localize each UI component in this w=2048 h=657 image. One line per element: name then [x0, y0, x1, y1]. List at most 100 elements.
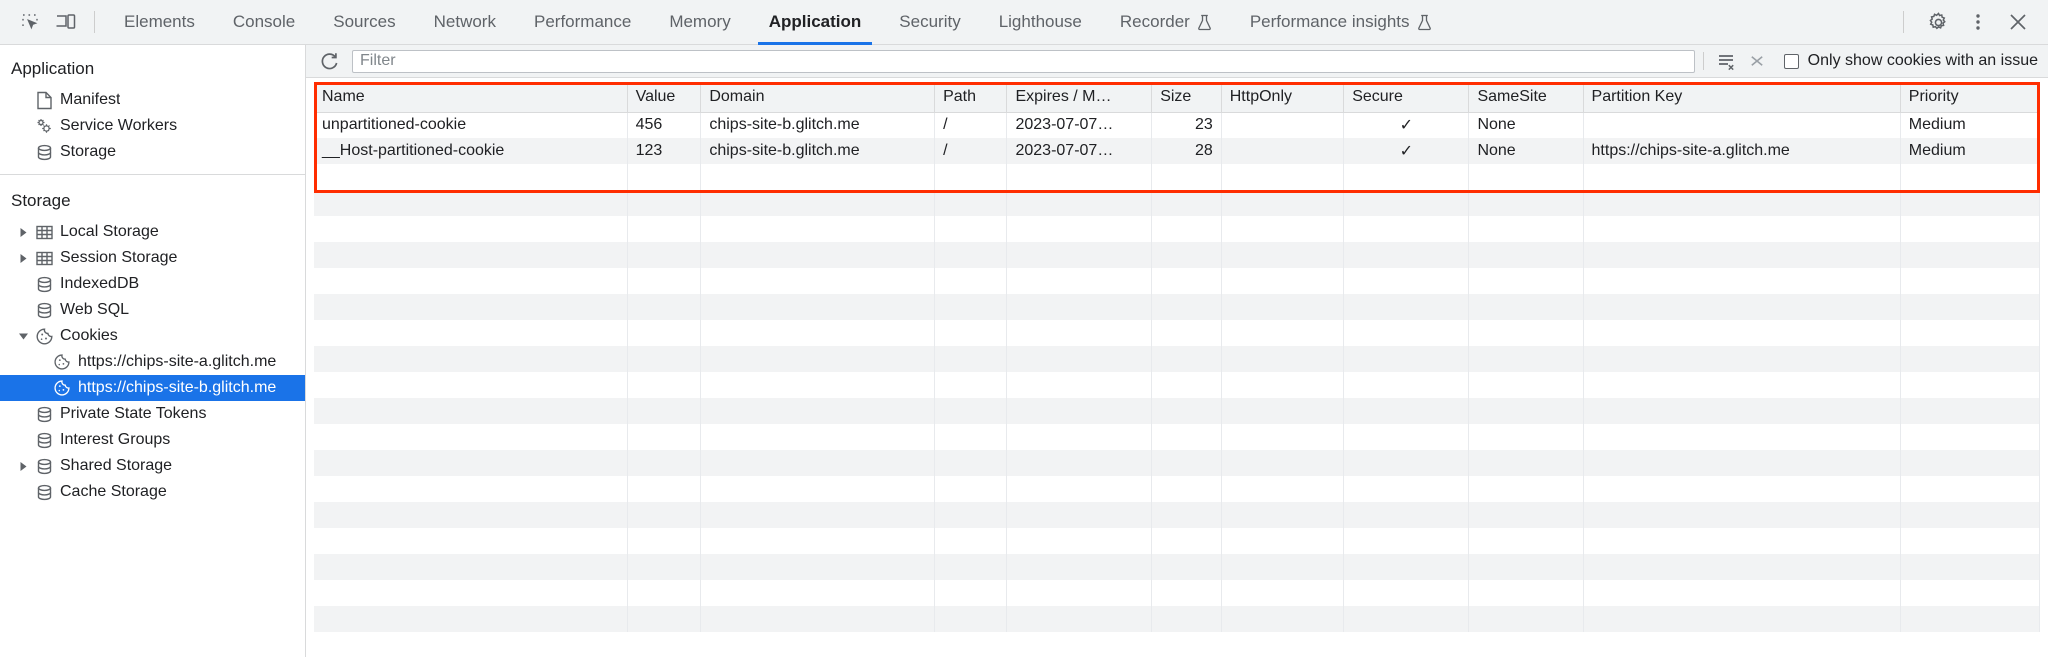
close-icon[interactable] — [1998, 5, 2038, 39]
cookies-table-header-row: Name Value Domain Path Expires / M… Size… — [314, 82, 2041, 113]
filler-cell — [934, 580, 1008, 606]
chevron-down-icon[interactable] — [14, 332, 32, 341]
more-vertical-icon[interactable] — [1958, 5, 1998, 39]
sidebar-item-indexeddb[interactable]: IndexedDB — [0, 271, 305, 297]
sidebar-item-service-workers[interactable]: Service Workers — [0, 113, 305, 139]
filler-cell — [627, 164, 702, 190]
cell-size: 28 — [1151, 138, 1222, 164]
tab-label: Elements — [124, 12, 195, 31]
filler-cell — [934, 450, 1008, 476]
sidebar-item-private-state-tokens[interactable]: Private State Tokens — [0, 401, 305, 427]
filler-cell — [1468, 294, 1584, 320]
cell-expires: 2023-07-07… — [1006, 112, 1153, 138]
filter-input[interactable] — [352, 49, 1695, 73]
sidebar-item-interest-groups[interactable]: Interest Groups — [0, 427, 305, 453]
tab-console[interactable]: Console — [214, 0, 314, 45]
sidebar-item-storage[interactable]: Storage — [0, 139, 305, 165]
column-header-priority[interactable]: Priority — [1900, 82, 2041, 113]
filler-cell — [1343, 190, 1470, 216]
only-issues-checkbox-wrapper[interactable]: Only show cookies with an issue — [1783, 52, 2038, 70]
filler-cell — [1006, 372, 1153, 398]
column-header-domain[interactable]: Domain — [700, 82, 936, 113]
clear-all-cookies-icon[interactable] — [1712, 48, 1742, 74]
filler-cell — [1151, 216, 1222, 242]
tab-performance[interactable]: Performance — [515, 0, 650, 45]
chevron-right-icon[interactable] — [14, 227, 32, 238]
filler-cell — [1221, 372, 1345, 398]
sidebar-item-shared-storage[interactable]: Shared Storage — [0, 453, 305, 479]
filler-cell — [1006, 606, 1153, 632]
clear-filtered-cookies-icon[interactable] — [1742, 48, 1772, 74]
tab-security[interactable]: Security — [880, 0, 979, 45]
sidebar-item-cookie-origin-a[interactable]: https://chips-site-a.glitch.me — [0, 349, 305, 375]
database-icon — [32, 301, 56, 320]
cookie-icon — [32, 327, 56, 346]
sidebar-item-cookies[interactable]: Cookies — [0, 323, 305, 349]
tab-performance-insights[interactable]: Performance insights — [1231, 0, 1451, 45]
filler-cell — [627, 242, 702, 268]
cell-secure: ✓ — [1343, 112, 1470, 138]
tab-label: Recorder — [1119, 12, 1190, 31]
only-issues-checkbox[interactable] — [1783, 53, 1799, 69]
filler-cell — [627, 502, 702, 528]
filler-cell — [1583, 398, 1901, 424]
sidebar-item-local-storage[interactable]: Local Storage — [0, 219, 305, 245]
device-toolbar-icon[interactable] — [48, 5, 84, 39]
filler-cell — [1151, 580, 1222, 606]
column-header-name[interactable]: Name — [314, 82, 628, 113]
column-header-expires[interactable]: Expires / M… — [1006, 82, 1153, 113]
column-header-size[interactable]: Size — [1151, 82, 1222, 113]
chevron-right-icon[interactable] — [14, 461, 32, 472]
sidebar-item-session-storage[interactable]: Session Storage — [0, 245, 305, 271]
table-filler-row — [314, 502, 2041, 528]
filler-cell — [1583, 554, 1901, 580]
table-grid-icon — [32, 223, 56, 242]
filler-cell — [934, 476, 1008, 502]
filler-cell — [1468, 242, 1584, 268]
sidebar-item-cache-storage[interactable]: Cache Storage — [0, 479, 305, 505]
tab-sources[interactable]: Sources — [314, 0, 414, 45]
filler-cell — [1900, 268, 2041, 294]
column-header-httponly[interactable]: HttpOnly — [1221, 82, 1345, 113]
refresh-icon[interactable] — [314, 48, 344, 74]
cookies-panel: Only show cookies with an issue Name Val… — [306, 45, 2048, 657]
sidebar-item-label: Cookies — [60, 327, 118, 344]
filler-cell — [1468, 450, 1584, 476]
tab-elements[interactable]: Elements — [105, 0, 214, 45]
column-header-partition-key[interactable]: Partition Key — [1583, 82, 1901, 113]
chevron-right-icon[interactable] — [14, 253, 32, 264]
filler-cell — [1343, 424, 1470, 450]
sidebar-item-manifest[interactable]: Manifest — [0, 87, 305, 113]
filler-cell — [1583, 320, 1901, 346]
sidebar-item-web-sql[interactable]: Web SQL — [0, 297, 305, 323]
filler-cell — [1006, 242, 1153, 268]
tab-memory[interactable]: Memory — [650, 0, 749, 45]
filler-cell — [314, 424, 628, 450]
filler-cell — [1006, 554, 1153, 580]
table-row[interactable]: __Host-partitioned-cookie 123 chips-site… — [314, 138, 2041, 164]
tab-application[interactable]: Application — [750, 0, 881, 45]
table-row[interactable]: unpartitioned-cookie 456 chips-site-b.gl… — [314, 112, 2041, 138]
filler-cell — [627, 294, 702, 320]
sidebar-item-cookie-origin-b[interactable]: https://chips-site-b.glitch.me — [0, 375, 305, 401]
column-header-path[interactable]: Path — [934, 82, 1008, 113]
filler-cell — [1221, 216, 1345, 242]
gear-icon[interactable] — [1918, 5, 1958, 39]
inspect-element-icon[interactable] — [12, 5, 48, 39]
database-icon — [32, 275, 56, 294]
filler-cell — [1151, 424, 1222, 450]
filler-cell — [314, 268, 628, 294]
tab-label: Security — [899, 12, 961, 31]
table-filler-row — [314, 294, 2041, 320]
tab-network[interactable]: Network — [415, 0, 515, 45]
filler-cell — [1151, 502, 1222, 528]
filler-cell — [1221, 164, 1345, 190]
tab-recorder[interactable]: Recorder — [1101, 0, 1231, 45]
column-header-samesite[interactable]: SameSite — [1468, 82, 1584, 113]
tab-lighthouse[interactable]: Lighthouse — [980, 0, 1101, 45]
filler-cell — [1221, 606, 1345, 632]
column-header-value[interactable]: Value — [627, 82, 702, 113]
database-icon — [32, 143, 56, 162]
column-header-secure[interactable]: Secure — [1343, 82, 1470, 113]
filler-cell — [1343, 216, 1470, 242]
